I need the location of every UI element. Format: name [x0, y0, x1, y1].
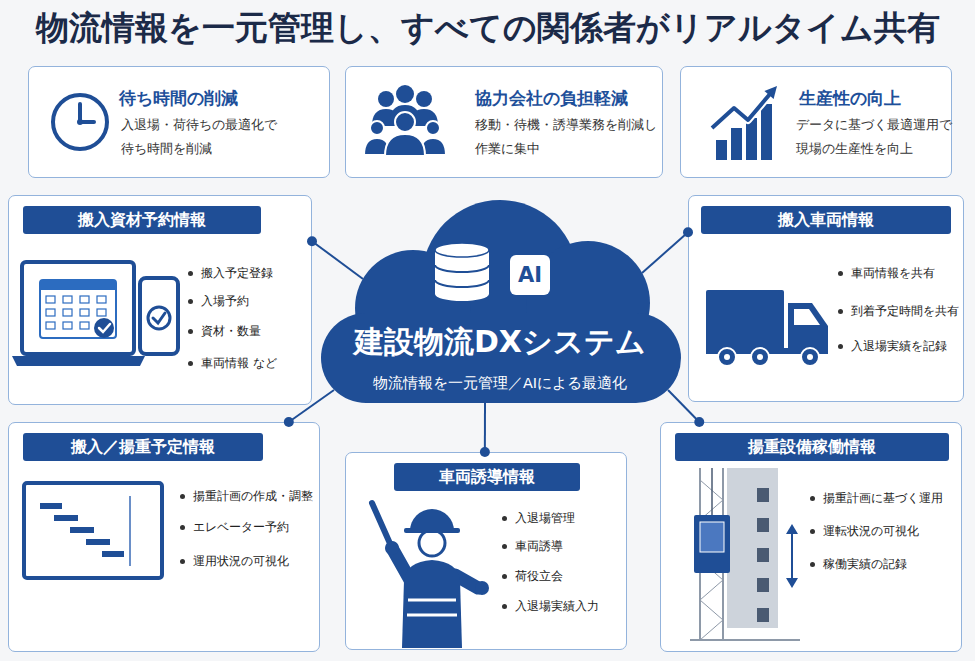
cloud-subtitle: 物流情報を一元管理／AIによる最適化	[318, 373, 682, 393]
card-heading: 生産性の向上	[799, 87, 901, 109]
bullet-item: エレベーター予約	[179, 518, 289, 536]
bullet-item: 搬入予定登録	[187, 264, 273, 282]
bullet-item: 入場予約	[187, 292, 249, 310]
bullet-item: 入退場管理	[501, 509, 575, 527]
bullet-item: 車両情報 など	[187, 354, 277, 372]
ai-badge: AI	[510, 255, 550, 295]
panel-header: 搬入資材予約情報	[23, 206, 261, 234]
bullet-item: 入退場実績入力	[501, 597, 599, 615]
ai-label: AI	[510, 255, 550, 295]
bullet-item: 車両情報を共有	[837, 264, 935, 282]
info-panel: 車両誘導情報入退場管理車両誘導荷役立会入退場実績入力	[345, 452, 627, 650]
connector-line	[642, 232, 688, 273]
bullet-item: 稼働実績の記録	[809, 555, 907, 573]
panel-header: 搬入車両情報	[701, 206, 951, 234]
card-body: 移動・待機・誘導業務を削減し 作業に集中	[475, 113, 661, 161]
card-body: 入退場・荷待ちの最適化で 待ち時間を削減	[121, 113, 311, 161]
card-body: データに基づく最適運用で 現場の生産性を向上	[796, 113, 951, 161]
bullet-item: 車両誘導	[501, 537, 563, 555]
info-panel: 搬入資材予約情報搬入予定登録入場予約資材・数量車両情報 など	[8, 195, 312, 405]
bullet-item: 運転状況の可視化	[809, 522, 919, 540]
bullet-item: 到着予定時間を共有	[837, 302, 959, 320]
benefit-card: 協力会社の負担軽減移動・待機・誘導業務を削減し 作業に集中	[345, 66, 663, 178]
panel-header: 車両誘導情報	[394, 463, 580, 491]
bullet-item: 資材・数量	[187, 322, 261, 340]
cloud-shape	[321, 200, 681, 403]
panel-header: 揚重設備稼働情報	[675, 433, 949, 461]
bullet-item: 揚重計画の作成・調整	[179, 487, 313, 505]
connector-line	[484, 403, 486, 452]
card-heading: 待ち時間の削減	[119, 87, 238, 109]
bullet-item: 揚重計画に基づく運用	[809, 489, 943, 507]
info-panel: 搬入／揚重予定情報揚重計画の作成・調整エレベーター予約運用状況の可視化	[8, 422, 320, 652]
diagram-title: 物流情報を一元管理し、すべての関係者がリアルタイム共有	[0, 8, 975, 48]
panel-header: 搬入／揚重予定情報	[23, 433, 263, 461]
card-heading: 協力会社の負担軽減	[475, 87, 628, 109]
bullet-item: 運用状況の可視化	[179, 552, 289, 570]
benefit-card: 待ち時間の削減入退場・荷待ちの最適化で 待ち時間を削減	[28, 66, 330, 178]
info-panel: 搬入車両情報車両情報を共有到着予定時間を共有入退場実績を記録	[688, 195, 964, 402]
cloud-title: 建設物流DXシステム	[318, 322, 682, 362]
info-panel: 揚重設備稼働情報揚重計画に基づく運用運転状況の可視化稼働実績の記録	[660, 422, 962, 652]
bullet-item: 入退場実績を記録	[837, 337, 947, 355]
system-cloud: 建設物流DXシステム物流情報を一元管理／AIによる最適化 AI	[318, 198, 682, 412]
benefit-card: 生産性の向上データに基づく最適運用で 現場の生産性を向上	[680, 66, 952, 178]
connector-line	[312, 241, 363, 279]
bullet-item: 荷役立会	[501, 567, 563, 585]
